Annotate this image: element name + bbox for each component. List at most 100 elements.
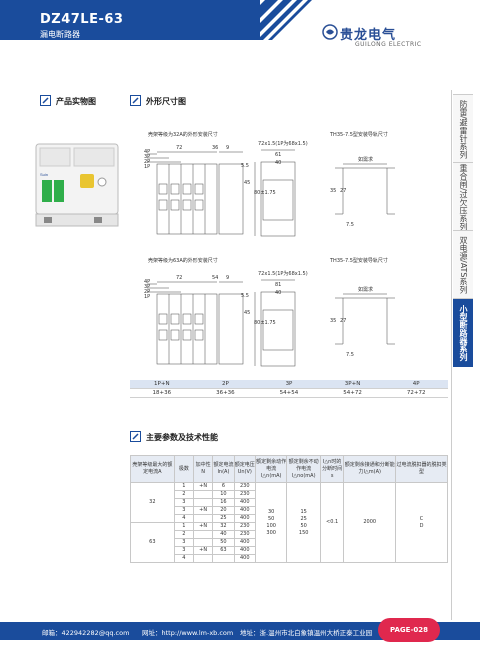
- table-cell: 1: [173, 522, 194, 531]
- brand-logo-icon: [322, 24, 338, 40]
- pole-label: 4P: [144, 149, 151, 155]
- dim-5-5: 5.5: [241, 163, 249, 169]
- dim-72: 72: [176, 145, 183, 151]
- table-cell: [192, 498, 214, 507]
- frame-rating-cell: 63: [130, 522, 175, 563]
- pole-label: 1P: [144, 294, 151, 300]
- table-cell: 20: [212, 506, 235, 515]
- rail-note: 如需求: [358, 157, 374, 163]
- table-cell: +N: [192, 506, 214, 515]
- table-header-cell: 3P+N: [320, 380, 385, 389]
- table-cell: 4: [173, 554, 194, 563]
- dim-7-5: 7.5: [346, 222, 354, 228]
- table-cell: 400: [233, 514, 256, 523]
- dim-61: 61: [275, 152, 282, 158]
- page-header: DZ47LE-63 漏电断路器 贵龙电气 GUILONG ELECTRIC: [0, 0, 480, 58]
- section-title-params: 主要参数及技术性能: [146, 433, 218, 442]
- table-cell: [192, 538, 214, 547]
- pole-label: 2P: [144, 289, 151, 295]
- page-number-badge: PAGE-028: [378, 618, 440, 642]
- dim-9: 9: [226, 275, 230, 281]
- sidebar-item-recloser[interactable]: 重合闸/过欠压系列: [453, 162, 473, 231]
- table-row: 2 10 230: [131, 490, 448, 499]
- product-photo: Suin: [35, 143, 119, 227]
- table-cell: 32: [212, 522, 235, 531]
- table-cell: 63: [212, 546, 235, 555]
- table-cell: 400: [233, 498, 256, 507]
- table-cell: 3: [173, 538, 194, 547]
- table-cell: 50: [212, 538, 235, 547]
- brand-name-en: GUILONG ELECTRIC: [355, 41, 422, 48]
- table-row: 32 1 +N 6 230 30 50 100 300 15 25 50 150…: [130, 482, 448, 563]
- table-cell: 6: [212, 482, 235, 491]
- dimension-drawing-63a: [147, 279, 395, 367]
- table-header-cell: 加中性N: [192, 455, 214, 483]
- dim-5-5: 5.5: [241, 293, 249, 299]
- table-cell: 400: [233, 554, 256, 563]
- dim-54: 54: [212, 275, 219, 281]
- dim-27: 27: [340, 318, 347, 324]
- trip-type-cell: C D: [395, 482, 448, 563]
- table-header-row: 1P+N 2P 3P 3P+N 4P: [130, 380, 448, 389]
- section-title-photo: 产品实物图: [56, 97, 96, 106]
- table-cell: 16: [212, 498, 235, 507]
- dim-40: 40: [275, 160, 282, 166]
- table-header-cell: 额定电压Un(V): [233, 455, 256, 483]
- sidebar-item-mcb[interactable]: 小型断路器系列: [453, 298, 473, 367]
- diagram-caption-32a: 壳架等级为32A的外形安装尺寸: [148, 132, 218, 138]
- table-header-cell: 2P: [193, 380, 258, 389]
- diagram-caption-63a: 壳架等级为63A的外形安装尺寸: [148, 258, 218, 264]
- product-subtitle: 漏电断路器: [40, 30, 80, 39]
- table-cell: [192, 514, 214, 523]
- table-cell: 3: [173, 498, 194, 507]
- table-cell: 230: [233, 522, 256, 531]
- table-cell: 54+72: [320, 388, 385, 398]
- non-operating-current-cell: 15 25 50 150: [286, 482, 321, 563]
- diagram-caption-rail-bottom: TH35-7.5型安装导轨尺寸: [330, 258, 388, 264]
- dim-45: 45: [244, 180, 251, 186]
- pole-label: 3P: [144, 154, 151, 160]
- table-row: 4 400: [131, 554, 448, 563]
- table-cell: +N: [192, 522, 214, 531]
- table-cell: 25: [212, 514, 235, 523]
- table-header-cell: 1P+N: [130, 380, 194, 389]
- pole-label: 4P: [144, 279, 151, 285]
- table-cell: [192, 490, 214, 499]
- table-cell: [212, 554, 235, 563]
- table-header-cell: I△n时的分断时间s: [319, 455, 345, 483]
- table-cell: 230: [233, 530, 256, 539]
- dim-35: 35: [330, 188, 337, 194]
- footer-website[interactable]: 网址：http://www.lm-xb.com: [142, 629, 234, 637]
- svg-text:Suin: Suin: [40, 172, 48, 177]
- table-cell: 36+36: [193, 388, 258, 398]
- table-cell: 2: [173, 530, 194, 539]
- pole-label: 2P: [144, 159, 151, 165]
- table-cell: 54+54: [257, 388, 321, 398]
- section-title-dimensions: 外形尺寸图: [146, 97, 186, 106]
- table-header-cell: 额定剩余动作电流I△n(mA): [254, 455, 288, 483]
- dim-7-5: 7.5: [346, 352, 354, 358]
- residual-current-cell: 30 50 100 300: [254, 482, 288, 563]
- sidebar-item-lightning[interactable]: 防雷/避雷针系列: [453, 94, 473, 163]
- table-cell: [192, 554, 214, 563]
- break-time-cell: <0.1: [319, 482, 345, 563]
- dim-35: 35: [330, 318, 337, 324]
- table-cell: 1: [173, 482, 194, 491]
- edit-icon: [130, 95, 141, 106]
- product-model: DZ47LE-63: [40, 12, 124, 27]
- table-cell: 3: [173, 506, 194, 515]
- table-cell: 4: [173, 514, 194, 523]
- dim-81: 81: [275, 282, 282, 288]
- frame-rating-cell: 32: [130, 482, 175, 523]
- dim-45: 45: [244, 310, 251, 316]
- table-cell: 400: [233, 538, 256, 547]
- dim-rail-mount: 72x1.5(1P为68x1.5): [258, 141, 308, 147]
- table-row: 18+36 36+36 54+54 54+72 72+72: [130, 388, 448, 398]
- table-cell: [192, 530, 214, 539]
- footer-address: 地址：浙.温州市北白象镇温州大桥正泰工业园: [240, 629, 373, 637]
- sidebar-divider: [451, 90, 452, 620]
- table-cell: 400: [233, 546, 256, 555]
- table-header-row: 壳架等级最大的额定电流A 极数 加中性N 额定电流In(A) 额定电压Un(V)…: [130, 455, 448, 483]
- sidebar-item-ats[interactable]: 双电源/ATS系列: [453, 230, 473, 299]
- dim-40: 40: [275, 290, 282, 296]
